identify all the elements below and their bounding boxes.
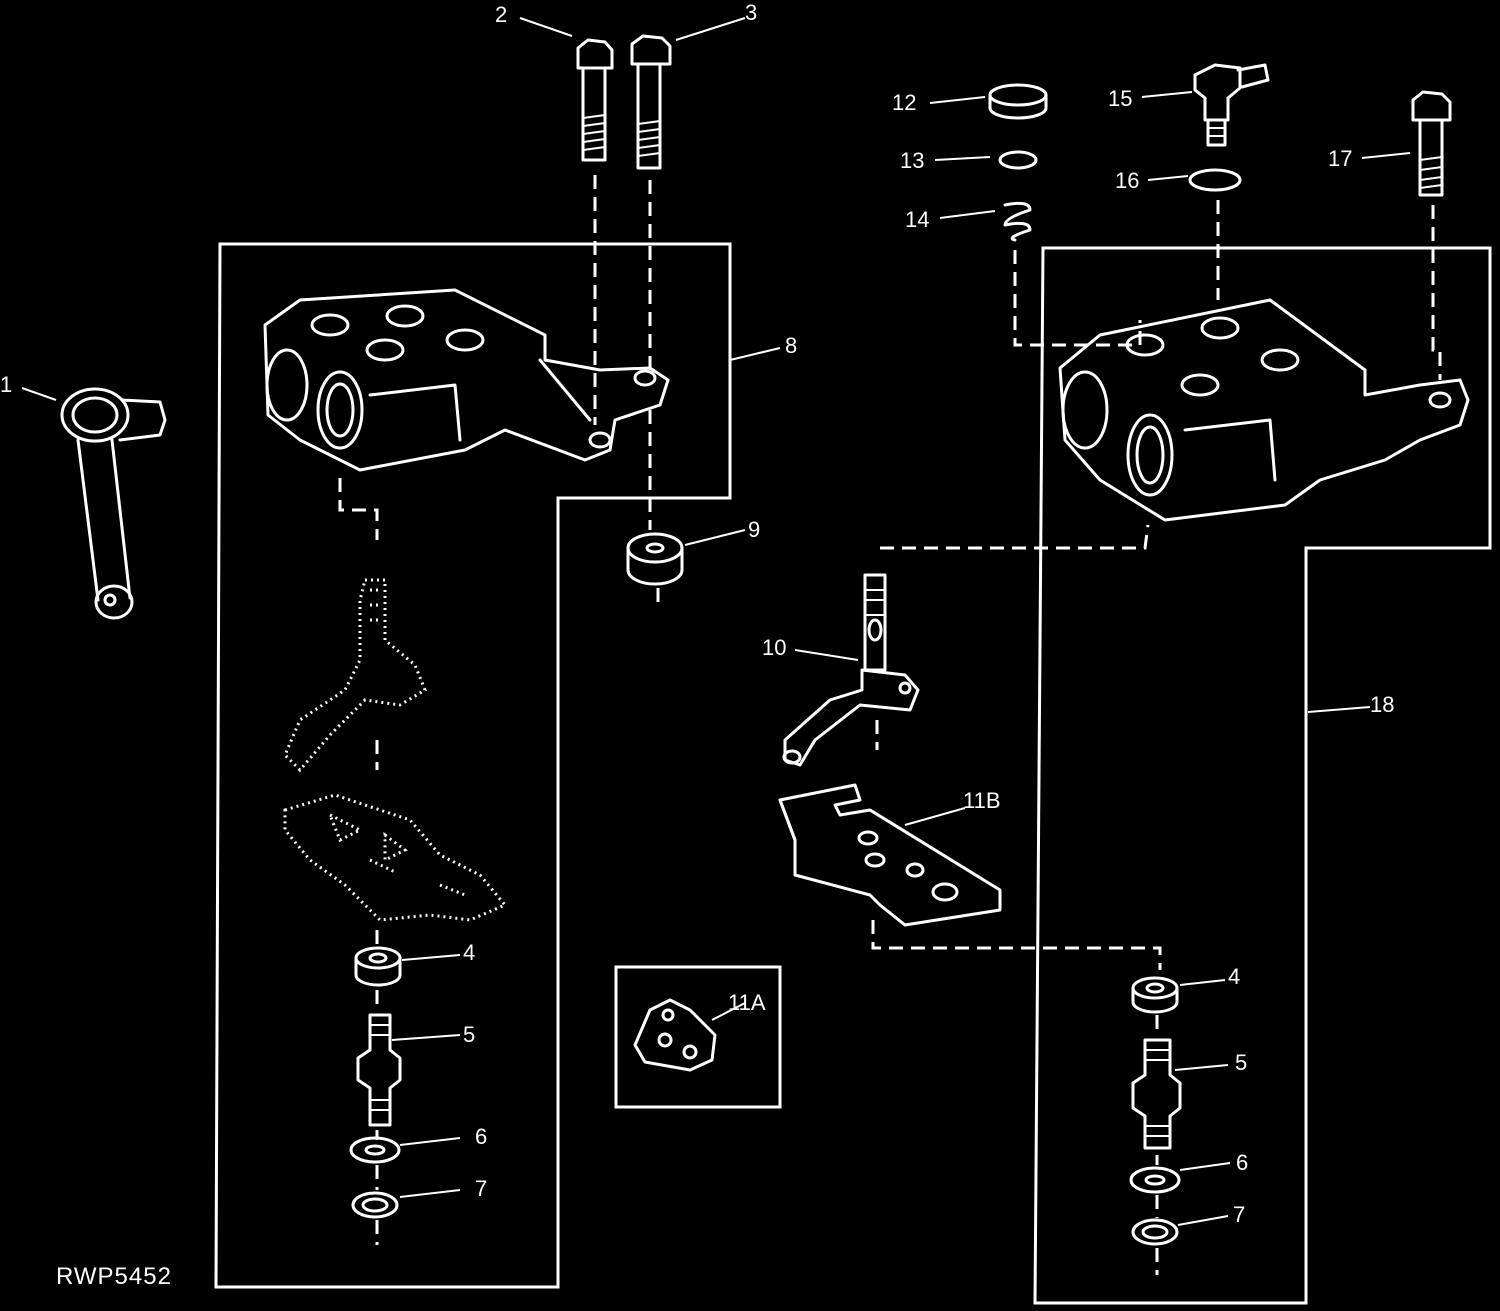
part-4-bushing-right — [1131, 976, 1179, 1014]
callout-7-right: 7 — [1233, 1202, 1245, 1227]
axis-line-10 — [880, 524, 1150, 550]
callout-12: 12 — [892, 90, 916, 115]
callout-4-left: 4 — [463, 940, 475, 965]
callout-11a: 11A — [728, 990, 766, 1015]
callout-15: 15 — [1108, 86, 1132, 111]
callout-6-left: 6 — [475, 1124, 487, 1149]
part-5-fitting-left — [356, 1013, 402, 1127]
callout-18: 18 — [1370, 692, 1394, 717]
figure-id: RWP5452 — [56, 1263, 172, 1290]
callout-5-right: 5 — [1235, 1050, 1247, 1075]
ghost-plate-left — [283, 793, 508, 922]
part-11a-plate — [633, 998, 717, 1072]
part-5-fitting-right — [1131, 1038, 1182, 1150]
axis-line-17 — [1431, 205, 1442, 380]
callout-10: 10 — [762, 635, 786, 660]
callout-9: 9 — [748, 517, 760, 542]
part-17-cap-screw — [1411, 90, 1452, 197]
left-assembly-frame — [214, 242, 732, 1289]
part-8-valve-body — [263, 288, 670, 472]
callout-16: 16 — [1115, 168, 1139, 193]
part-11b-plate — [778, 783, 1002, 927]
right-assembly-frame — [1033, 246, 1492, 1305]
part-7-snap-ring-left — [351, 1191, 399, 1219]
part-18-valve-body — [1058, 298, 1470, 522]
part-10-shaft — [782, 573, 920, 767]
part-3-cap-screw — [630, 34, 672, 170]
part-15-elbow-fitting — [1193, 63, 1270, 147]
part-6-washer-right — [1129, 1166, 1181, 1194]
part-4-bushing-left — [354, 946, 402, 987]
callout-3: 3 — [745, 0, 757, 25]
callout-7-left: 7 — [475, 1176, 487, 1201]
callout-14: 14 — [905, 207, 929, 232]
axis-line-12-14 — [1013, 250, 1142, 347]
part-16-o-ring — [1188, 168, 1242, 192]
part-9-bushing — [626, 532, 684, 586]
axis-line-11b — [871, 920, 1162, 970]
callout-13: 13 — [900, 148, 924, 173]
callout-1: 1 — [0, 372, 12, 397]
part-7-snap-ring-right — [1131, 1218, 1179, 1246]
callout-6-right: 6 — [1236, 1150, 1248, 1175]
callout-2: 2 — [495, 2, 507, 27]
callout-labels: 1 2 3 8 9 10 11B 11A 12 13 14 15 16 17 1… — [0, 0, 1394, 1227]
callout-11b: 11B — [963, 788, 1001, 813]
callout-17: 17 — [1328, 146, 1352, 171]
part-14-spring — [1003, 201, 1032, 242]
leader-lines — [21, 17, 1411, 1226]
part-13-retaining-ring — [998, 150, 1038, 170]
part-6-washer-left — [349, 1136, 401, 1164]
part-1-handle — [60, 387, 167, 620]
part-12-cap — [988, 83, 1048, 120]
inset-11a-frame — [614, 965, 782, 1109]
callout-5-left: 5 — [463, 1022, 475, 1047]
axis-line-left-body — [338, 478, 379, 540]
ghost-lever-left — [283, 578, 427, 773]
part-2-cap-screw — [576, 38, 614, 162]
callout-8: 8 — [785, 333, 797, 358]
callout-4-right: 4 — [1228, 964, 1240, 989]
